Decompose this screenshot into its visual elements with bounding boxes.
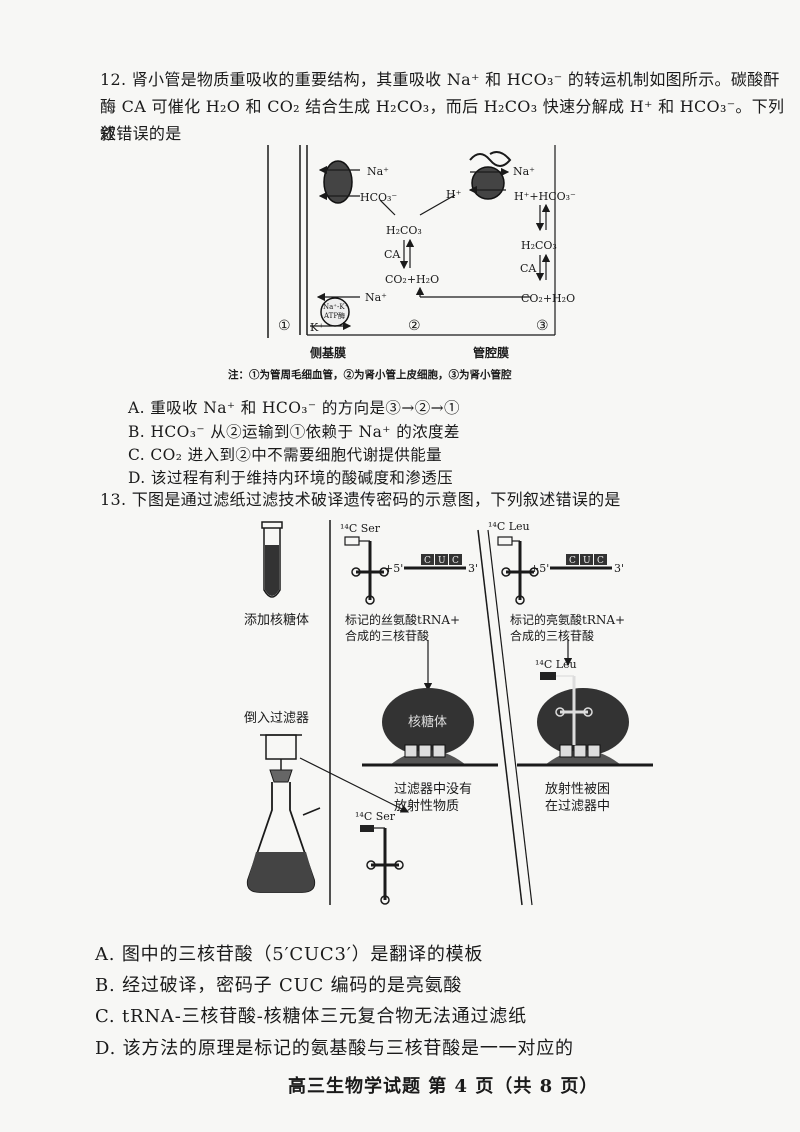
ser-caption-line1: 标记的丝氨酸tRNA+: [345, 612, 460, 627]
region-1-label: ①: [278, 318, 291, 334]
arrow-to-results: [299, 757, 410, 813]
plus-5-left: +5': [384, 562, 403, 575]
label-hco3-left: HCO₃⁻: [360, 191, 397, 204]
page-footer: 高三生物学试题 第 4 页（共 8 页）: [288, 1076, 599, 1097]
codon-base-4: C: [569, 556, 576, 566]
leu-caption-line1: 标记的亮氨酸tRNA+: [510, 612, 625, 627]
label-ca-right: CA: [520, 262, 537, 275]
ribosome-label: 核糖体: [408, 714, 447, 730]
leu-caption-line2: 合成的三核苷酸: [510, 628, 594, 643]
right-result-line1: 放射性被困: [545, 781, 610, 797]
microvilli: [469, 151, 512, 167]
ser-trna-bottom: [360, 825, 404, 905]
region-2-label: ②: [408, 318, 421, 334]
q12-option-c: C. CO₂ 进入到②中不需要细胞代谢提供能量: [128, 446, 443, 464]
label-co2-h2o-mid: CO₂+H₂O: [385, 273, 439, 286]
codon-base-3: C: [452, 556, 459, 566]
label-pump-1: Na⁺-K⁺: [323, 303, 349, 311]
q13-option-a: A. 图中的三核苷酸（5′CUC3′）是翻译的模板: [95, 944, 484, 965]
label-h2co3-right: H₂CO₃: [521, 239, 557, 252]
label-na-top-left: Na⁺: [367, 165, 389, 178]
codon-base-1: C: [424, 556, 431, 566]
label-h-plus: H⁺: [446, 188, 462, 201]
ribosome-left: [362, 688, 498, 767]
erlenmeyer-flask: [246, 782, 321, 893]
test-tube: [261, 521, 283, 598]
q13-option-c: C. tRNA-三核苷酸-核糖体三元复合物无法通过滤纸: [95, 1006, 527, 1027]
left-result-line1: 过滤器中没有: [394, 782, 472, 797]
add-ribosome-label: 添加核糖体: [244, 612, 309, 628]
q12-stem-line1: 12. 肾小管是物质重吸收的重要结构，其重吸收 Na⁺ 和 HCO₃⁻ 的转运机…: [100, 70, 780, 89]
ser-label-bottom: ¹⁴C Ser: [355, 810, 396, 823]
three-prime-left: 3': [468, 562, 478, 575]
leu-bound-label: ¹⁴C Leu: [535, 658, 577, 671]
q13-option-d: D. 该方法的原理是标记的氨基酸与三核苷酸是一一对应的: [95, 1038, 574, 1059]
q12-option-b: B. HCO₃⁻ 从②运输到①依赖于 Na⁺ 的浓度差: [128, 423, 460, 441]
label-co2-h2o-right: CO₂+H₂O: [521, 292, 575, 305]
codon-base-6: C: [597, 556, 604, 566]
leu-trna-bound: [540, 672, 593, 745]
right-result-line2: 在过滤器中: [545, 799, 610, 814]
q12-figure-note: 注：①为管周毛细血管，②为肾小管上皮细胞，③为肾小管腔: [228, 369, 512, 381]
na-h-exchanger: [471, 166, 505, 200]
label-na-pump: Na⁺: [365, 291, 387, 304]
codon-strip-left: [404, 554, 466, 570]
label-h2co3-mid: H₂CO₃: [386, 224, 422, 237]
three-prime-right: 3': [614, 562, 624, 575]
ser-trna-top: [344, 536, 389, 605]
codon-base-5: U: [583, 556, 591, 566]
label-na-top-right: Na⁺: [513, 165, 535, 178]
ser-label-top: ¹⁴C Ser: [340, 522, 381, 535]
q12-option-a: A. 重吸收 Na⁺ 和 HCO₃⁻ 的方向是③→②→①: [128, 399, 460, 417]
pour-filter-label: 倒入过滤器: [244, 711, 309, 726]
label-basolateral-membrane: 侧基膜: [310, 345, 346, 360]
region-3-label: ③: [536, 318, 549, 334]
label-ca-mid: CA: [384, 248, 401, 261]
filter-funnel: [260, 734, 302, 783]
codon-base-2: U: [438, 556, 446, 566]
label-h-hco3-right: H⁺+HCO₃⁻: [514, 190, 576, 203]
nahco3-cotransporter: [323, 160, 353, 204]
q13-option-b: B. 经过破译，密码子 CUC 编码的是亮氨酸: [95, 975, 463, 996]
ribosome-right: [517, 688, 653, 767]
left-result-line2: 放射性物质: [394, 798, 459, 814]
ser-caption-line2: 合成的三核苷酸: [345, 628, 429, 643]
separator-mid: [477, 529, 523, 906]
label-k-plus: K⁺: [310, 321, 324, 334]
codon-strip-right: [550, 554, 612, 570]
q12-stem-line2: 酶 CA 可催化 H₂O 和 CO₂ 结合生成 H₂CO₃，而后 H₂CO₃ 快…: [100, 97, 785, 143]
q13-stem: 13. 下图是通过滤纸过滤技术破译遗传密码的示意图，下列叙述错误的是: [100, 490, 621, 509]
leu-label-top: ¹⁴C Leu: [488, 520, 530, 533]
label-luminal-membrane: 管腔膜: [473, 345, 509, 360]
leu-trna-top: [497, 536, 539, 605]
label-pump-2: ATP酶: [323, 311, 345, 320]
q12-stem-line3: 述错误的是: [100, 124, 182, 143]
q12-option-d: D. 该过程有利于维持内环境的酸碱度和渗透压: [128, 469, 454, 487]
plus-5-right: +5': [530, 562, 549, 575]
